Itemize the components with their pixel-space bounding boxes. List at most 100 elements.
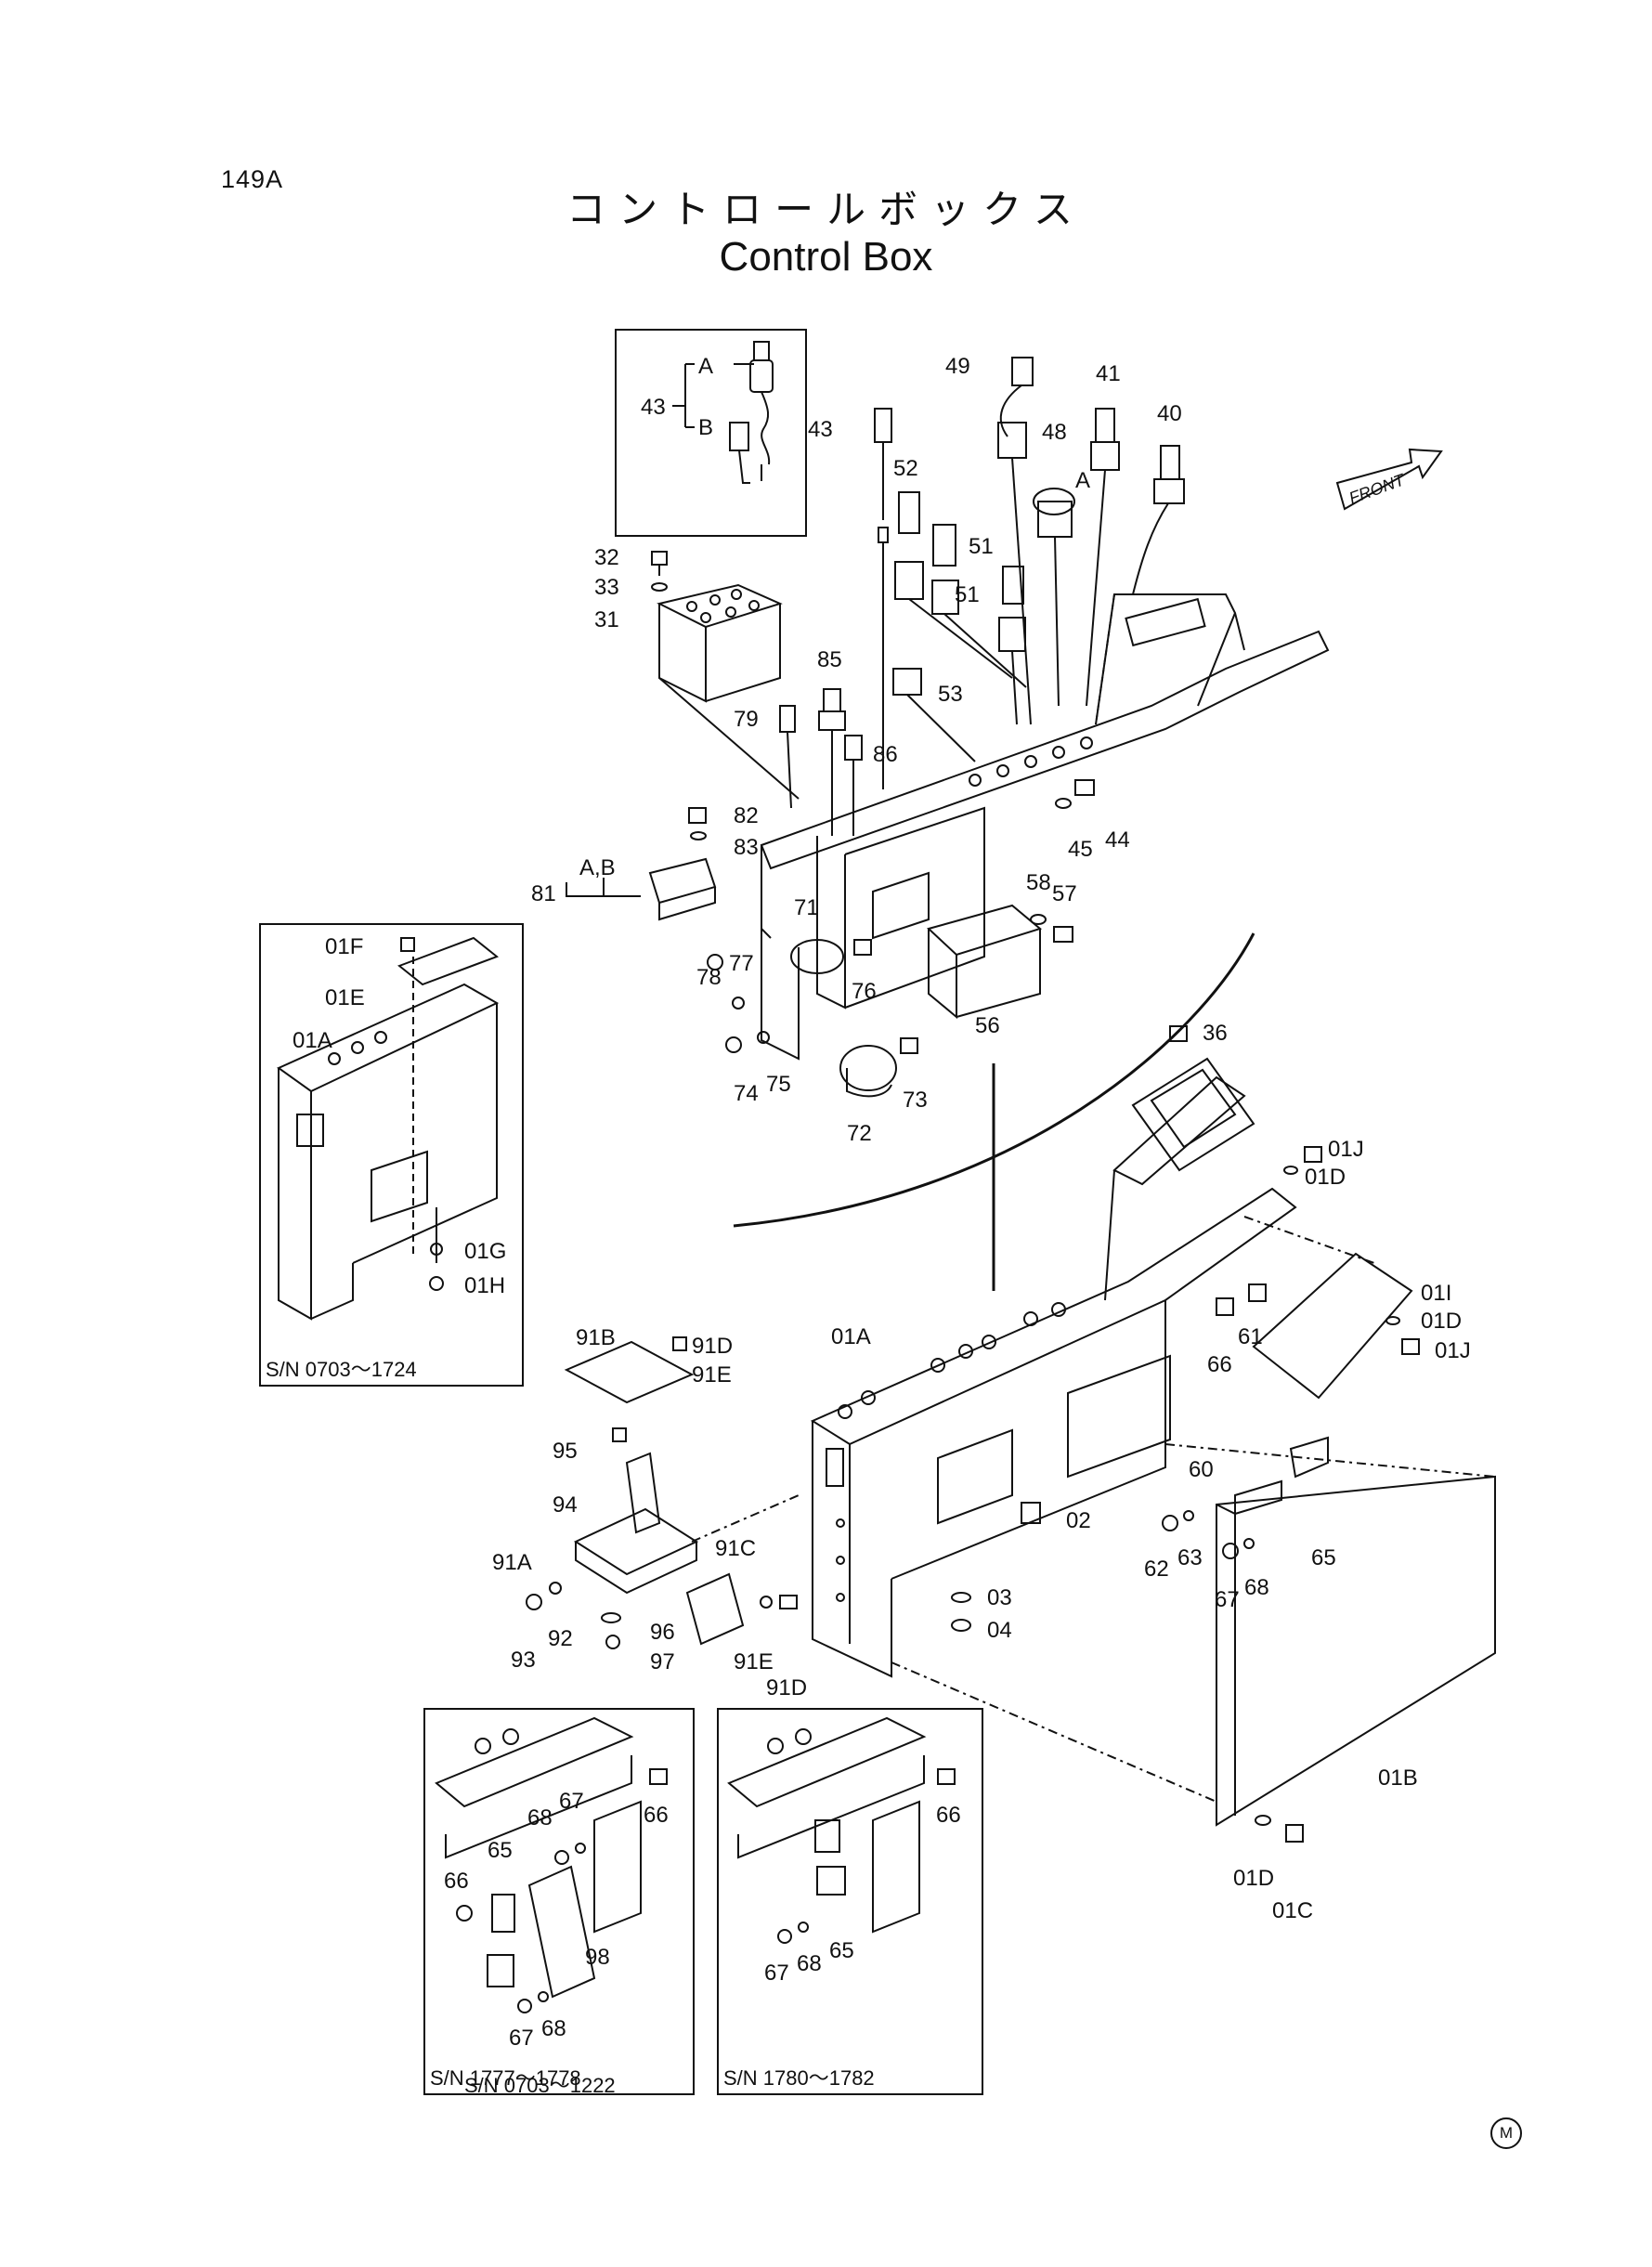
callout-85: 85 [817,647,842,672]
inset-top-sn-label: S/N 0703～1222 [464,2074,616,2097]
callout-48: 48 [1042,420,1067,445]
callout-bl-68-bottom: 68 [541,2016,566,2041]
component-49-switch [997,357,1034,725]
page-code: 149A [221,165,284,193]
callout-bl-98: 98 [585,1945,610,1970]
callout-71: 71 [794,895,819,920]
callout-74: 74 [734,1081,759,1106]
inset-frame-top [615,329,807,537]
callout-91A: 91A [492,1550,532,1575]
callout-51a: 51 [969,534,994,559]
callout-91D: 91D [692,1334,733,1359]
callout-93: 93 [511,1648,536,1673]
callout-73: 73 [903,1088,928,1113]
front-arrow [1335,448,1443,511]
component-81-connector [566,857,717,921]
callout-63: 63 [1177,1545,1203,1570]
callout-58: 58 [1026,870,1051,895]
callout-43: 43 [808,417,833,442]
inset-left-serial: S/N 0703～1724 [266,1358,417,1381]
callout-66: 66 [1207,1352,1232,1377]
callout-br-67: 67 [764,1961,789,1986]
lower-small-hardware [526,1146,1420,1843]
upper-control-panel-frame [760,593,1330,1061]
component-40-switch [1132,445,1185,595]
callout-44: 44 [1105,827,1130,853]
front-label: FRONT [1346,470,1409,508]
callout-61: 61 [1238,1324,1263,1349]
callout-bl-66-right: 66 [644,1803,669,1828]
component-53-switch [892,668,976,762]
callout-40: 40 [1157,401,1182,426]
callout-01A-inset: 01A [293,1028,332,1053]
callout-91C: 91C [715,1536,756,1561]
title-english: Control Box [719,234,933,280]
callout-A-B: A,B [579,855,616,880]
component-52-switch [894,491,1013,679]
inset-br-serial: S/N 1780～1782 [723,2066,875,2090]
callout-36: 36 [1203,1021,1228,1046]
callout-43-inset: 43 [641,395,666,420]
callout-01E: 01E [325,985,365,1010]
callout-01D-right: 01D [1421,1309,1462,1334]
inset-bl-detail [435,1716,668,2013]
callout-48-A: A [1075,468,1090,493]
callout-57: 57 [1052,881,1077,906]
component-41-switch [1086,408,1120,707]
callout-B-inset: B [698,415,713,440]
component-01I-panel [1252,1252,1413,1400]
callout-96: 96 [650,1620,675,1645]
callout-67: 67 [1215,1587,1240,1612]
inset-frame-bottom-right [717,1708,983,2095]
callout-45: 45 [1068,837,1093,862]
callout-A-inset: A [698,354,713,379]
callout-81: 81 [531,881,556,906]
callout-82: 82 [734,803,759,828]
callout-03: 03 [987,1585,1012,1610]
callout-68: 68 [1244,1575,1269,1600]
callout-bl-68: 68 [527,1805,553,1831]
callout-53: 53 [938,682,963,707]
callout-01B: 01B [1378,1765,1418,1791]
callout-02: 02 [1066,1508,1091,1533]
inset-top-cable [672,341,774,484]
component-91-switch-box [564,1336,745,1646]
callout-01A: 01A [831,1324,871,1349]
leader-lines [691,1216,1496,1803]
callout-51b: 51 [955,582,980,607]
callout-86: 86 [873,742,898,767]
component-48-switch [1033,488,1075,707]
inset-br-detail [727,1716,956,1944]
callout-bl-67-bottom: 67 [509,2026,534,2051]
callout-65: 65 [1311,1545,1336,1570]
callout-01I: 01I [1421,1281,1451,1306]
callout-91E: 91E [692,1362,732,1388]
callout-91B: 91B [576,1325,616,1350]
component-72-relay [839,1045,897,1098]
inset-frame-bottom-left [423,1708,695,2095]
callout-60: 60 [1189,1457,1214,1482]
callout-br-65: 65 [829,1938,854,1963]
callout-95: 95 [553,1439,578,1464]
callout-83: 83 [734,835,759,860]
callout-78: 78 [696,965,722,990]
callout-49: 49 [945,354,970,379]
callout-bl-67: 67 [559,1789,584,1814]
callout-72: 72 [847,1121,872,1146]
inset-left-frame-detail [277,936,500,1321]
callout-75: 75 [766,1072,791,1097]
callout-92: 92 [548,1626,573,1651]
callout-76: 76 [852,979,877,1004]
callout-94: 94 [553,1492,578,1518]
callout-01H: 01H [464,1273,505,1298]
component-36-monitor [1131,1025,1255,1172]
callout-31: 31 [594,607,619,632]
callout-32: 32 [594,545,619,570]
component-56-module [927,904,1043,1020]
callout-56: 56 [975,1013,1000,1038]
callout-01G: 01G [464,1239,506,1264]
callout-bl-66-left: 66 [444,1869,469,1894]
callout-41: 41 [1096,361,1121,386]
